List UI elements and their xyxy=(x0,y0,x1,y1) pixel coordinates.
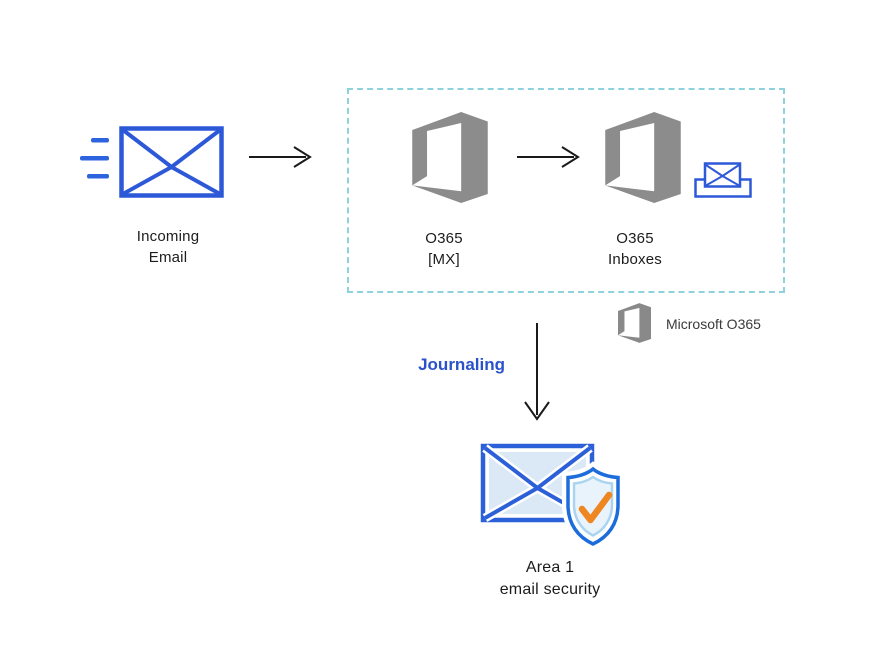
speed-lines-icon xyxy=(80,138,109,179)
o365-mx-logo-icon xyxy=(412,112,488,203)
journaling-label: Journaling xyxy=(418,355,505,374)
incoming-email-envelope-icon xyxy=(119,126,224,198)
area1-label: Area 1 email security xyxy=(499,559,601,598)
microsoft-o365-legend-label: Microsoft O365 xyxy=(666,316,761,332)
o365-group-box xyxy=(347,88,785,293)
microsoft-o365-legend-icon xyxy=(618,303,651,343)
arrow-down-icon xyxy=(524,323,550,421)
o365-inboxes-label: O365 Inboxes xyxy=(608,230,662,268)
inbox-icon xyxy=(694,162,752,198)
incoming-email-label: Incoming Email xyxy=(136,228,200,266)
o365-inboxes-logo-icon xyxy=(605,112,681,203)
o365-mx-label: O365 [MX] xyxy=(425,230,463,268)
arrow-right-icon xyxy=(249,146,312,168)
arrow-right-icon xyxy=(517,146,580,168)
email-security-shield-icon xyxy=(480,443,624,551)
shield-check-icon xyxy=(562,461,624,551)
